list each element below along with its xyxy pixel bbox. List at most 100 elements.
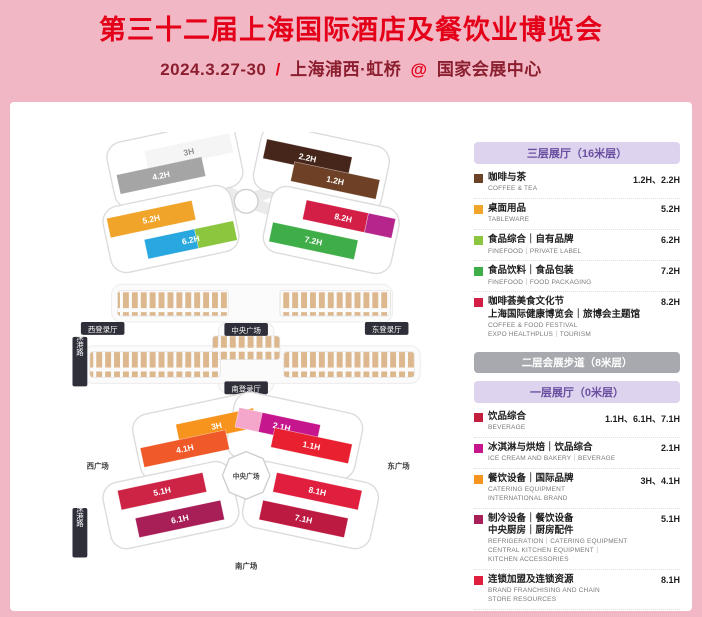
content-card: 3H 4.2H 2.2H 1.2H 5.2H: [10, 102, 692, 611]
hall-label: 5.2H: [141, 212, 160, 225]
hall-label: 6.2H: [181, 233, 200, 246]
hall-label: 2.2H: [298, 151, 317, 164]
legend-item-en: TABLEWARE: [488, 216, 530, 224]
legend-floor1-header: 一层展厅（0米层）: [474, 380, 680, 403]
svg-text:中央广场: 中央广场: [231, 325, 261, 335]
legend-item-en: BEVERAGE: [488, 424, 526, 431]
east-lobby-label: 东登录厅: [364, 322, 409, 335]
event-dates: 2024.3.27-30: [160, 60, 267, 80]
floor3-central-hub: [233, 188, 259, 214]
legend-item-catering-equipment: 餐饮设备｜国际品牌 CATERING EQUIPMENT INTERNATION…: [474, 469, 680, 509]
legend-color-swatch: [474, 514, 483, 524]
legend-color-swatch: [474, 267, 483, 277]
hall-label: 3H: [210, 420, 223, 432]
legend-walkway-bar: 二层会展步道（8米层）: [474, 351, 680, 373]
walkway-hatch: [279, 289, 392, 317]
hall-label: 5.1H: [152, 484, 171, 497]
hall-label: 4.1H: [175, 442, 194, 455]
legend-item-zh: 饮品综合: [488, 410, 527, 422]
legend-item-en: COFFEE & FOOD FESTIVAL EXPO HEALTHPLUS｜T…: [488, 322, 591, 338]
walkway-hatch: [283, 351, 415, 378]
legend-color-swatch: [474, 236, 483, 246]
floor3-cluster: 3H 4.2H 2.2H 1.2H 5.2H: [102, 132, 400, 275]
west-plaza-label: 西广场: [87, 460, 110, 470]
svg-text:西登录厅: 西登录厅: [88, 324, 118, 334]
hall-label: 8.2H: [334, 211, 353, 224]
walkway-hatch: [117, 289, 229, 317]
legend-item-halls: 8.1H: [660, 574, 680, 585]
legend-item-franchising: 连锁加盟及连锁资源 BRAND FRANCHISING AND CHAIN ST…: [474, 570, 680, 610]
legend-item-halls: 6.2H: [660, 235, 680, 246]
legend-item-en: FINEFOOD｜FOOD PACKAGING: [488, 278, 592, 286]
hall-5-1h: 5.1H: [117, 472, 208, 511]
legend-item-zh: 餐饮设备｜国际品牌: [488, 472, 574, 484]
hall-label: 4.2H: [151, 169, 170, 182]
page-subtitle: 2024.3.27-30 / 上海浦西·虹桥 @ 国家会展中心: [0, 55, 702, 80]
legend-item-en: FINEFOOD｜PRIVATE LABEL: [488, 247, 582, 255]
legend-item-halls: 8.2H: [660, 297, 680, 308]
legend-item-zh: 连锁加盟及连锁资源: [488, 573, 574, 585]
legend-item-halls: 1.1H、6.1H、7.1H: [604, 413, 680, 424]
central-plaza-text: 中央广场: [233, 471, 260, 480]
south-lobby-label: 南登录厅: [224, 381, 268, 395]
legend-item-en: BRAND FRANCHISING AND CHAIN STORE RESOUR…: [488, 587, 600, 603]
hall-1-2h: 1.2H: [290, 161, 381, 200]
hall-5-2h: 5.2H: [106, 199, 197, 239]
legend-item-halls: 1.2H、2.2H: [632, 175, 680, 185]
legend-item-beverage: 饮品综合 BEVERAGE 1.1H、6.1H、7.1H: [474, 407, 680, 438]
legend-item-en: CATERING EQUIPMENT INTERNATIONAL BRAND: [488, 486, 568, 502]
separator-at: @: [410, 60, 428, 80]
legend-item-halls: 5.1H: [660, 513, 680, 524]
legend-color-swatch: [474, 474, 483, 484]
east-plaza-label: 东广场: [387, 460, 410, 470]
hall-label: 8.1H: [308, 484, 327, 497]
event-venue-area: 上海浦西·虹桥: [290, 60, 402, 80]
legend-item-halls: 2.1H: [660, 442, 680, 453]
hall-7-2h: 7.2H: [268, 221, 359, 260]
legend-item-icecream-bakery: 冰淇淋与烘焙｜饮品综合 ICE CREAM AND BAKERY｜BEVERAG…: [474, 438, 680, 469]
hall-4-1h: 4.1H: [139, 429, 230, 468]
legend-floor1-items: 饮品综合 BEVERAGE 1.1H、6.1H、7.1H 冰淇淋与烘焙｜饮品综合…: [474, 407, 680, 611]
hall-label: 3H: [182, 146, 195, 158]
legend-floor3-header: 三层展厅（16米层）: [474, 142, 680, 164]
legend-item-zh: 制冷设备｜餐饮设备 中央厨房｜厨房配件: [488, 512, 574, 537]
legend-color-swatch: [474, 443, 483, 453]
legend-item-halls: 7.2H: [660, 266, 680, 277]
legend-item-halls: 3H、4.1H: [640, 475, 680, 486]
legend-item-finefood-privatelabel: 食品综合｜自有品牌 FINEFOOD｜PRIVATE LABEL 6.2H: [474, 230, 680, 262]
legend-item-en: ICE CREAM AND BAKERY｜BEVERAGE: [488, 455, 616, 463]
legend-color-swatch: [474, 412, 483, 422]
svg-text:涞港路: 涞港路: [75, 504, 84, 527]
hall-8-1h: 8.1H: [272, 472, 363, 511]
legend-item-halls: 5.2H: [660, 204, 680, 215]
street-label-west-lower: 涞港路: [72, 504, 88, 558]
legend-item-finefood-packaging: 食品饮料｜食品包装 FINEFOOD｜FOOD PACKAGING 7.2H: [474, 261, 680, 293]
hall-3h-floor1: 3H: [175, 407, 258, 445]
legend-panel: 三层展厅（16米层） 咖啡与茶 COFFEE & TEA 1.2H、2.2H 桌…: [474, 142, 680, 611]
floor1-central-plaza: [221, 450, 271, 500]
legend-item-zh: 冰淇淋与烘焙｜饮品综合: [488, 441, 593, 453]
legend-item-en: REFRIGERATION｜CATERING EQUIPMENT CENTRAL…: [488, 538, 628, 563]
leaf-east-3f: [262, 185, 400, 275]
central-plaza-label: 中央广场: [224, 322, 268, 336]
legend-item-zh: 咖啡荟美食文化节 上海国际健康博览会｜旅博会主题馆: [488, 296, 641, 320]
svg-text:涞港路: 涞港路: [75, 333, 84, 356]
legend-item-zh: 食品饮料｜食品包装: [488, 265, 574, 277]
leaf-west-3f: [102, 184, 240, 274]
page-title: 第三十二届上海国际酒店及餐饮业博览会: [99, 15, 603, 45]
walkway-hatch: [212, 335, 281, 360]
legend-item-en: COFFEE & TEA: [488, 185, 538, 193]
floor1-cluster: 3H 4.1H 2.1H 1.1H 5.1H: [87, 391, 410, 570]
hall-label: 7.1H: [294, 512, 313, 525]
west-lobby-label: 西登录厅: [80, 322, 125, 335]
hall-1-1h: 1.1H: [270, 427, 353, 464]
south-plaza-label: 南广场: [235, 560, 258, 570]
poster-header: 第三十二届上海国际酒店及餐饮业博览会 2024.3.27-30 / 上海浦西·虹…: [0, 0, 702, 80]
hall-7-1h: 7.1H: [258, 499, 349, 539]
legend-item-coffee-tea: 咖啡与茶 COFFEE & TEA 1.2H、2.2H: [474, 168, 680, 200]
legend-color-swatch: [474, 174, 483, 183]
hall-6-1h: 6.1H: [134, 499, 225, 539]
floor-plan-map: 3H 4.2H 2.2H 1.2H 5.2H: [72, 132, 421, 570]
hall-label: 1.1H: [302, 439, 321, 452]
legend-item-refrigeration-kitchen: 制冷设备｜餐饮设备 中央厨房｜厨房配件 REFRIGERATION｜CATERI…: [474, 509, 680, 570]
